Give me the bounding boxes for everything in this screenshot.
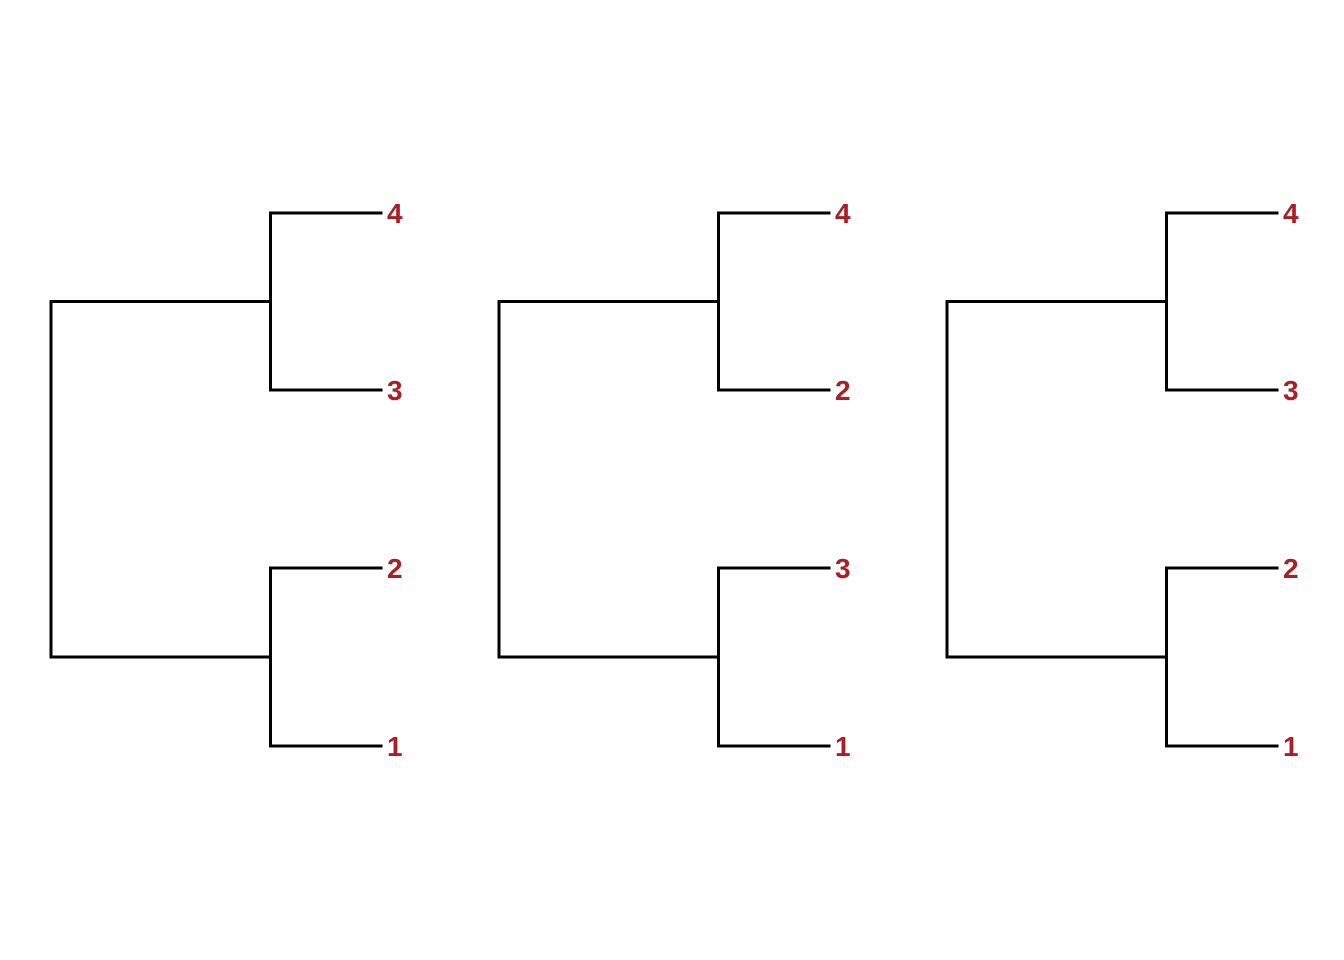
tip-label-3: 3 — [1283, 375, 1299, 406]
tip-label-3: 3 — [835, 553, 851, 584]
tip-label-2: 2 — [1283, 553, 1299, 584]
tip-label-4: 4 — [1283, 198, 1299, 229]
tip-label-3: 3 — [387, 375, 403, 406]
tip-label-1: 1 — [1283, 731, 1299, 762]
tip-label-2: 2 — [835, 375, 851, 406]
tip-label-1: 1 — [387, 731, 403, 762]
tree-3: 4 3 2 1 — [945, 198, 1299, 762]
tip-label-2: 2 — [387, 553, 403, 584]
tip-label-4: 4 — [387, 198, 403, 229]
tip-label-1: 1 — [835, 731, 851, 762]
tip-label-4: 4 — [835, 198, 851, 229]
tree-1: 4 3 2 1 — [49, 198, 403, 762]
tree-2: 4 2 3 1 — [497, 198, 851, 762]
